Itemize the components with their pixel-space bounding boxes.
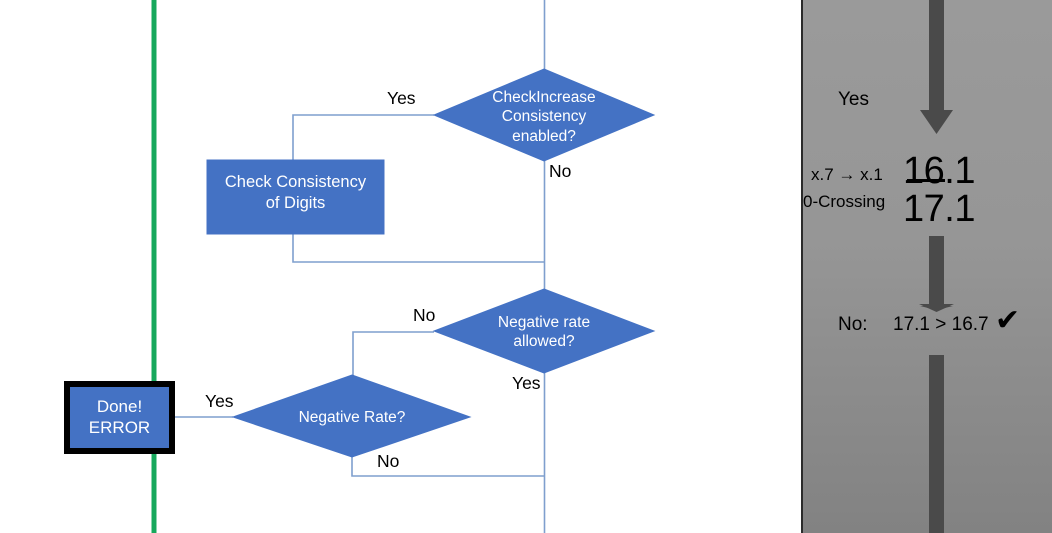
panel-value-current: 17.1 (903, 188, 975, 230)
down-arrow-icon-middle-shaft (929, 236, 944, 306)
panel-arrow-graphics (919, 0, 954, 533)
down-arrow-icon-top-shaft (929, 0, 944, 110)
down-arrow-icon-top-head (920, 110, 953, 134)
edge-label-rate-allowed-yes: Yes (512, 373, 541, 393)
edge-consistency-yes (292, 114, 434, 160)
panel-mapping-label: x.7 → x.1 (811, 165, 883, 184)
panel-yes-label: Yes (838, 89, 869, 110)
panel-comparison-prefix: No: (838, 314, 868, 335)
edge-label-consistency-no: No (549, 161, 572, 181)
panel-value-struck: 16.1 (903, 150, 975, 192)
annotation-panel: Yes x.7 → x.1 0-Crossing 16.1 17.1 No: 1… (801, 0, 1052, 533)
decision-check-increase-consistency[interactable] (432, 68, 656, 162)
down-arrow-icon-middle-tip (919, 304, 954, 312)
edge-label-negative-rate-yes: Yes (205, 391, 234, 411)
edge-consistency-return (292, 234, 544, 263)
edge-negative-rate-no (351, 455, 544, 477)
edge-label-consistency-yes: Yes (387, 88, 416, 108)
check-mark-icon: ✔ (995, 304, 1021, 337)
strikethrough-mark (907, 179, 945, 182)
panel-comparison-expression: 17.1 > 16.7 (893, 314, 989, 335)
down-arrow-icon-bottom-shaft (929, 355, 944, 533)
edge-rate-allowed-no (352, 331, 434, 385)
edge-label-rate-allowed-no: No (413, 305, 436, 325)
panel-crossing-label: 0-Crossing (803, 192, 886, 211)
process-check-consistency-of-digits[interactable] (206, 159, 385, 235)
decision-negative-rate[interactable] (231, 374, 472, 458)
decision-negative-rate-allowed[interactable] (432, 288, 656, 374)
terminator-done-error[interactable] (64, 381, 175, 454)
edge-label-negative-rate-no: No (377, 451, 400, 471)
